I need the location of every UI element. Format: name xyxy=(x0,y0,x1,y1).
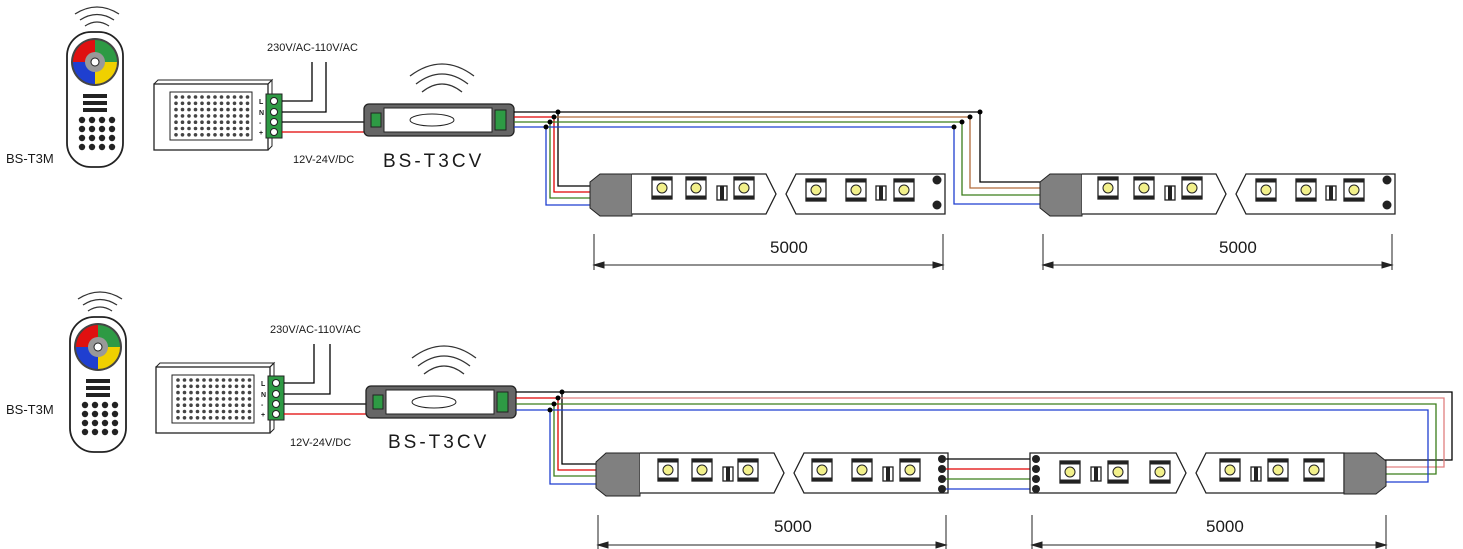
led-strip-2 xyxy=(1039,173,1396,217)
diagram-row-1: BS-T3M L N - + 230V/AC-110V/AC 12V-24V/D… xyxy=(6,6,1396,270)
led-strip-4 xyxy=(1029,452,1387,495)
dimension-label-1: 5000 xyxy=(770,238,808,257)
power-supply-icon xyxy=(153,79,273,151)
dimension-label-3: 5000 xyxy=(774,517,812,536)
terminal-minus-label: - xyxy=(261,402,264,409)
dimension-line-4 xyxy=(1030,515,1388,549)
remote-control-icon xyxy=(69,291,127,453)
controller-icon xyxy=(363,63,515,137)
ac-input-label: 230V/AC-110V/AC xyxy=(267,42,358,54)
dc-output-label: 12V-24V/DC xyxy=(290,437,351,449)
remote-label: BS-T3M xyxy=(6,151,54,166)
dc-output-label: 12V-24V/DC xyxy=(293,154,354,166)
psu-terminal-block xyxy=(267,375,285,421)
dimension-label-4: 5000 xyxy=(1206,517,1244,536)
remote-label: BS-T3M xyxy=(6,402,54,417)
dimension-line-2 xyxy=(1041,234,1394,270)
terminal-minus-label: - xyxy=(259,120,262,127)
ac-input-label: 230V/AC-110V/AC xyxy=(270,324,361,336)
terminal-n-label: N xyxy=(259,110,264,117)
controller-icon xyxy=(365,345,517,419)
terminal-n-label: N xyxy=(261,392,266,399)
remote-control-icon xyxy=(66,6,124,168)
controller-label: BS-T3CV xyxy=(383,151,484,172)
dimension-line-3 xyxy=(596,515,948,549)
terminal-l-label: L xyxy=(261,381,266,388)
terminal-l-label: L xyxy=(259,99,264,106)
dimension-label-2: 5000 xyxy=(1219,238,1257,257)
terminal-plus-label: + xyxy=(259,130,263,137)
psu-terminal-block xyxy=(265,93,283,139)
power-supply-icon xyxy=(155,362,275,434)
led-strip-1 xyxy=(589,173,946,217)
controller-label: BS-T3CV xyxy=(388,432,489,453)
dimension-line-1 xyxy=(592,234,945,270)
diagram-row-2: BS-T3M L N - + 230V/AC-110V/AC 12V-24V/D… xyxy=(6,291,1453,549)
led-strip-3 xyxy=(595,452,949,497)
terminal-plus-label: + xyxy=(261,412,265,419)
